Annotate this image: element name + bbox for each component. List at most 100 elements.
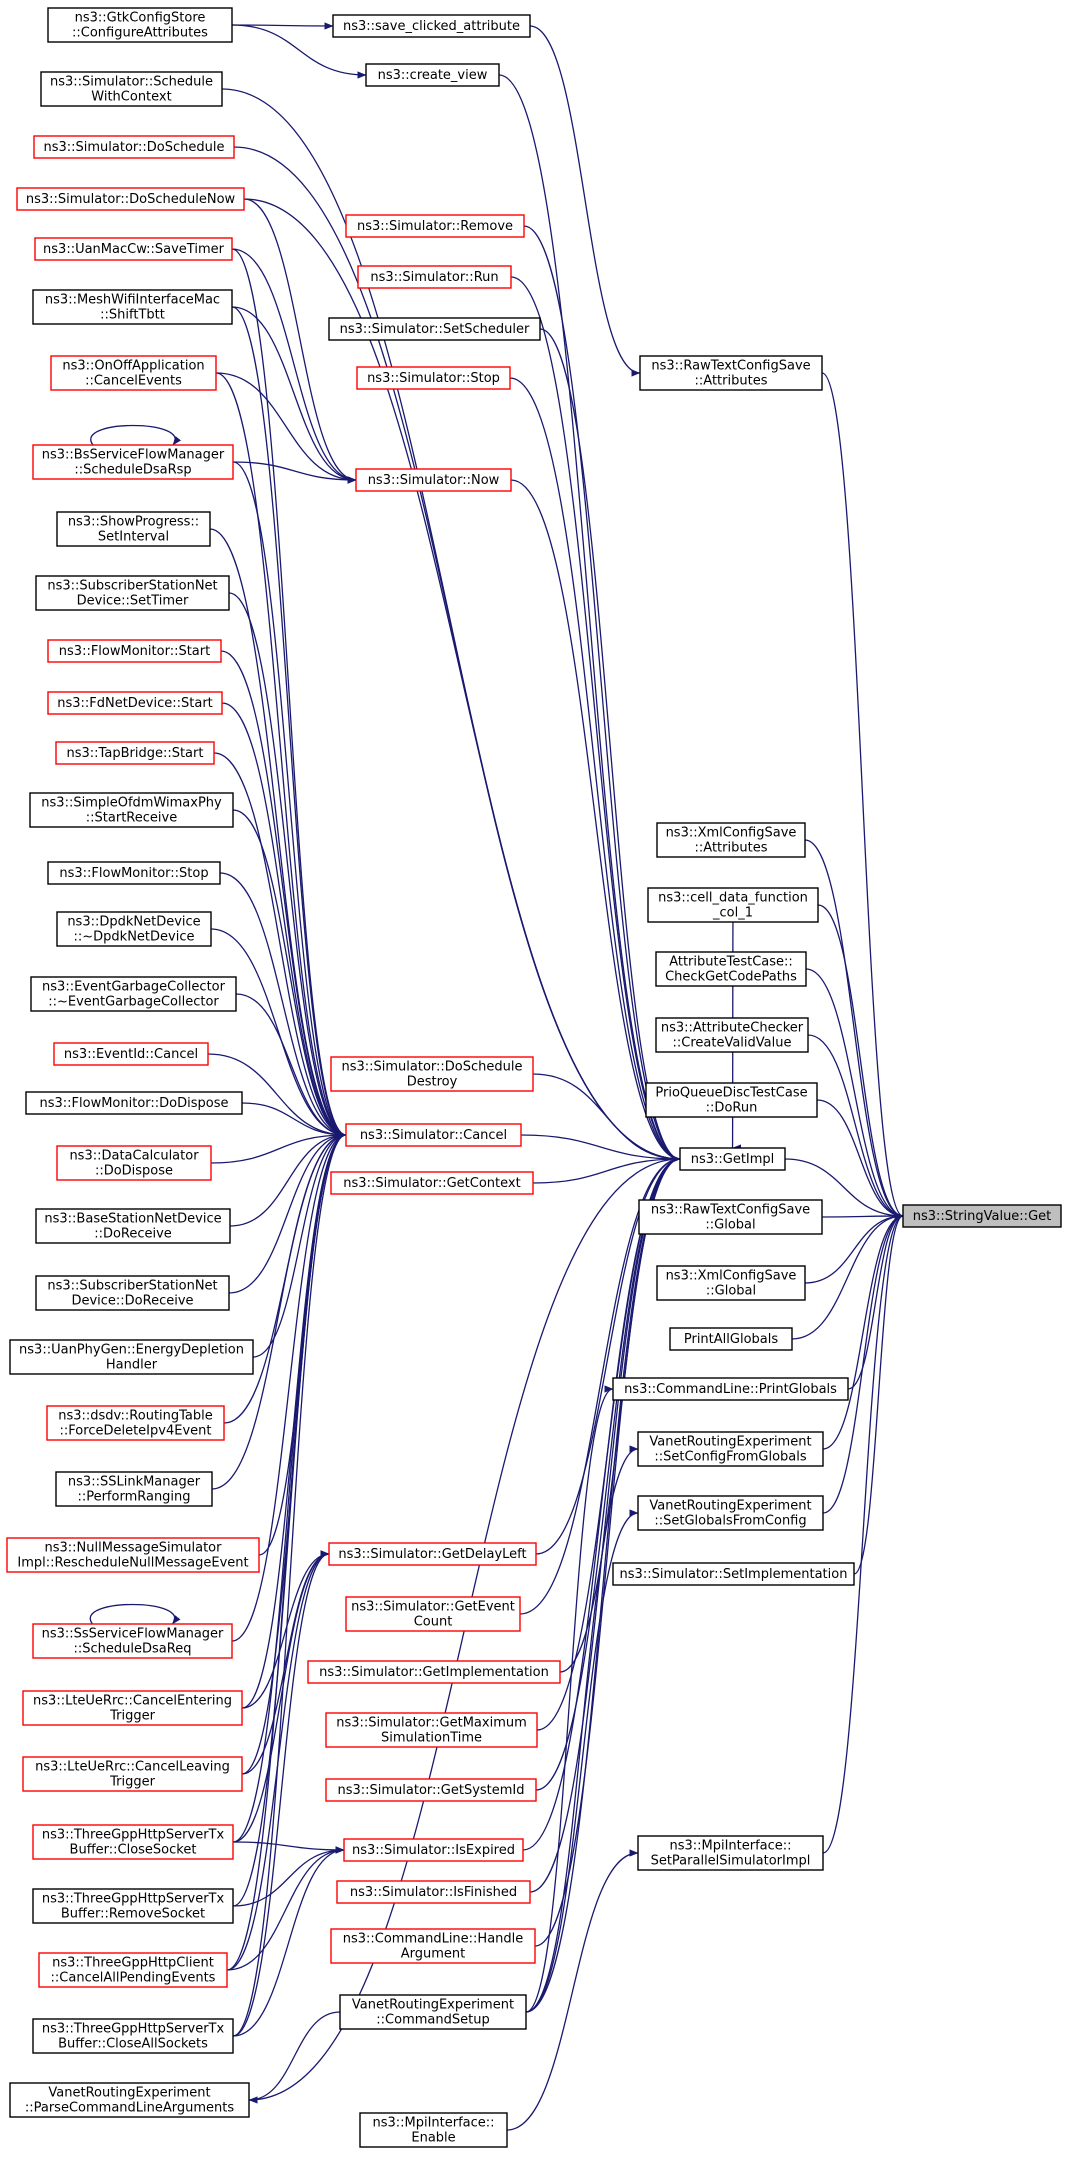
node-set_sched[interactable]: ns3::Simulator::SetScheduler xyxy=(328,317,541,341)
edge-gtk-to-create_view xyxy=(231,24,367,79)
node-is_finished[interactable]: ns3::Simulator::IsFinished xyxy=(336,1880,531,1904)
node-vanet_glob[interactable]: VanetRoutingExperiment::SetGlobalsFromCo… xyxy=(637,1495,824,1531)
node-box xyxy=(32,444,234,480)
node-run[interactable]: ns3::Simulator::Run xyxy=(357,265,512,289)
node-label: SimulationTime xyxy=(381,1731,482,1746)
node-cl_print[interactable]: ns3::CommandLine::PrintGlobals xyxy=(612,1377,849,1401)
node-egc[interactable]: ns3::EventGarbageCollector::~EventGarbag… xyxy=(30,976,237,1012)
node-box xyxy=(32,289,233,325)
node-tap_start[interactable]: ns3::TapBridge::Start xyxy=(55,741,215,765)
node-fm_stop[interactable]: ns3::FlowMonitor::Stop xyxy=(47,861,221,885)
node-label: ns3::dsdv::RoutingTable xyxy=(58,1409,213,1424)
node-http_remove[interactable]: ns3::ThreeGppHttpServerTxBuffer::RemoveS… xyxy=(32,1888,234,1924)
node-http_client[interactable]: ns3::ThreeGppHttpClient::CancelAllPendin… xyxy=(38,1952,228,1988)
node-gtk[interactable]: ns3::GtkConfigStore::ConfigureAttributes xyxy=(47,7,233,43)
node-label: ns3::SSLinkManager xyxy=(68,1475,201,1490)
node-is_expired[interactable]: ns3::Simulator::IsExpired xyxy=(343,1838,524,1862)
node-do_schedule_now[interactable]: ns3::Simulator::DoScheduleNow xyxy=(16,187,245,211)
node-xml_global[interactable]: ns3::XmlConfigSave::Global xyxy=(656,1265,806,1301)
node-set_impl[interactable]: ns3::Simulator::SetImplementation xyxy=(612,1562,855,1586)
node-ss_receive[interactable]: ns3::SubscriberStationNetDevice::DoRecei… xyxy=(35,1275,230,1311)
node-stop[interactable]: ns3::Simulator::Stop xyxy=(356,366,511,390)
node-sysid[interactable]: ns3::Simulator::GetSystemId xyxy=(325,1778,537,1802)
node-label: ns3::Simulator::SetScheduler xyxy=(340,322,530,337)
node-vanet_cmd[interactable]: VanetRoutingExperiment::CommandSetup xyxy=(339,1994,527,2030)
node-raw_global[interactable]: ns3::RawTextConfigSave::Global xyxy=(638,1199,823,1235)
node-mpi_set[interactable]: ns3::MpiInterface::SetParallelSimulatorI… xyxy=(637,1835,824,1871)
node-prio[interactable]: PrioQueueDiscTestCase::DoRun xyxy=(645,1082,818,1118)
node-create_view[interactable]: ns3::create_view xyxy=(365,63,500,87)
node-showprog[interactable]: ns3::ShowProgress::SetInterval xyxy=(56,511,211,547)
node-do_schedule[interactable]: ns3::Simulator::DoSchedule xyxy=(33,135,235,159)
node-fm_dispose[interactable]: ns3::FlowMonitor::DoDispose xyxy=(25,1091,243,1115)
node-raw_attr[interactable]: ns3::RawTextConfigSave::Attributes xyxy=(639,355,823,391)
node-get_context[interactable]: ns3::Simulator::GetContext xyxy=(330,1171,534,1195)
node-box xyxy=(9,2082,250,2118)
node-label: ns3::LteUeRrc::CancelEntering xyxy=(33,1694,232,1709)
node-box xyxy=(647,887,819,923)
node-box xyxy=(53,1042,209,1066)
node-label: ns3::ThreeGppHttpServerTx xyxy=(42,1892,225,1907)
node-cancel[interactable]: ns3::Simulator::Cancel xyxy=(345,1123,522,1147)
node-http_closeall[interactable]: ns3::ThreeGppHttpServerTxBuffer::CloseAl… xyxy=(32,2018,234,2054)
node-dpdk[interactable]: ns3::DpdkNetDevice::~DpdkNetDevice xyxy=(56,911,212,947)
node-label: ns3::Simulator::SetImplementation xyxy=(620,1567,848,1582)
node-box xyxy=(328,1542,537,1566)
node-delay_left[interactable]: ns3::Simulator::GetDelayLeft xyxy=(328,1542,537,1566)
node-getimpl[interactable]: ns3::GetImpl xyxy=(679,1147,786,1171)
node-box xyxy=(365,63,500,87)
node-box xyxy=(679,1147,786,1171)
edge-egc-to-cancel xyxy=(235,993,347,1139)
node-label: ns3::MeshWifiInterfaceMac xyxy=(45,293,220,308)
node-box xyxy=(22,1756,243,1792)
node-remove[interactable]: ns3::Simulator::Remove xyxy=(345,214,525,238)
node-attr_test[interactable]: AttributeTestCase::CheckGetCodePaths xyxy=(655,951,807,987)
edge-ss_timer-to-cancel xyxy=(228,592,347,1139)
node-uan_save[interactable]: ns3::UanMacCw::SaveTimer xyxy=(34,237,233,261)
node-label: ns3::DpdkNetDevice xyxy=(67,915,200,930)
node-vanet_cfg[interactable]: VanetRoutingExperiment::SetConfigFromGlo… xyxy=(637,1431,824,1467)
node-label: ::ForceDeleteIpv4Event xyxy=(60,1424,212,1439)
node-dsdv[interactable]: ns3::dsdv::RoutingTable::ForceDeleteIpv4… xyxy=(46,1405,225,1441)
node-label: ns3::Simulator::Now xyxy=(368,473,500,488)
edge-getimpl-to-target xyxy=(784,1158,904,1220)
node-xml_attr[interactable]: ns3::XmlConfigSave::Attributes xyxy=(656,822,806,858)
node-nullmsg[interactable]: ns3::NullMessageSimulatorImpl::Reschedul… xyxy=(6,1537,260,1573)
node-fm_start[interactable]: ns3::FlowMonitor::Start xyxy=(47,639,222,663)
node-vanet_parse[interactable]: VanetRoutingExperiment::ParseCommandLine… xyxy=(9,2082,250,2118)
edge-stop-to-getimpl xyxy=(509,377,681,1163)
node-cell_data[interactable]: ns3::cell_data_function_col_1 xyxy=(647,887,819,923)
node-label: ns3::EventGarbageCollector xyxy=(42,980,226,995)
node-mesh[interactable]: ns3::MeshWifiInterfaceMac::ShiftTbtt xyxy=(32,289,233,325)
node-ofdm[interactable]: ns3::SimpleOfdmWimaxPhy::StartReceive xyxy=(29,792,234,828)
node-target[interactable]: ns3::StringValue::Get xyxy=(902,1204,1062,1228)
edge-now-to-getimpl xyxy=(510,479,681,1163)
node-data_calc[interactable]: ns3::DataCalculator::DoDispose xyxy=(56,1145,212,1181)
node-now[interactable]: ns3::Simulator::Now xyxy=(355,468,512,492)
node-ss_timer[interactable]: ns3::SubscriberStationNetDevice::SetTime… xyxy=(35,575,230,611)
node-print_all[interactable]: PrintAllGlobals xyxy=(669,1327,793,1351)
node-label: Device::DoReceive xyxy=(71,1294,193,1309)
node-box xyxy=(9,1339,254,1375)
node-ss_dsa[interactable]: ns3::SsServiceFlowManager::ScheduleDsaRe… xyxy=(32,1623,233,1659)
node-mpi_enable[interactable]: ns3::MpiInterface::Enable xyxy=(359,2112,508,2148)
node-bs_dsa[interactable]: ns3::BsServiceFlowManager::ScheduleDsaRs… xyxy=(32,444,234,480)
node-http_close[interactable]: ns3::ThreeGppHttpServerTxBuffer::CloseSo… xyxy=(32,1824,234,1860)
node-sslink[interactable]: ns3::SSLinkManager::PerformRanging xyxy=(55,1471,213,1507)
node-fd_start[interactable]: ns3::FdNetDevice::Start xyxy=(47,691,223,715)
node-bs_receive[interactable]: ns3::BaseStationNetDevice::DoReceive xyxy=(35,1208,231,1244)
edge-sysid-to-getimpl xyxy=(535,1155,681,1791)
node-save_clicked[interactable]: ns3::save_clicked_attribute xyxy=(332,14,531,38)
node-attr_checker[interactable]: ns3::AttributeChecker::CreateValidValue xyxy=(655,1017,809,1053)
node-get_impl2[interactable]: ns3::Simulator::GetImplementation xyxy=(307,1660,561,1684)
node-onoff[interactable]: ns3::OnOffApplication::CancelEvents xyxy=(50,355,217,391)
node-eventid_cancel[interactable]: ns3::EventId::Cancel xyxy=(53,1042,209,1066)
